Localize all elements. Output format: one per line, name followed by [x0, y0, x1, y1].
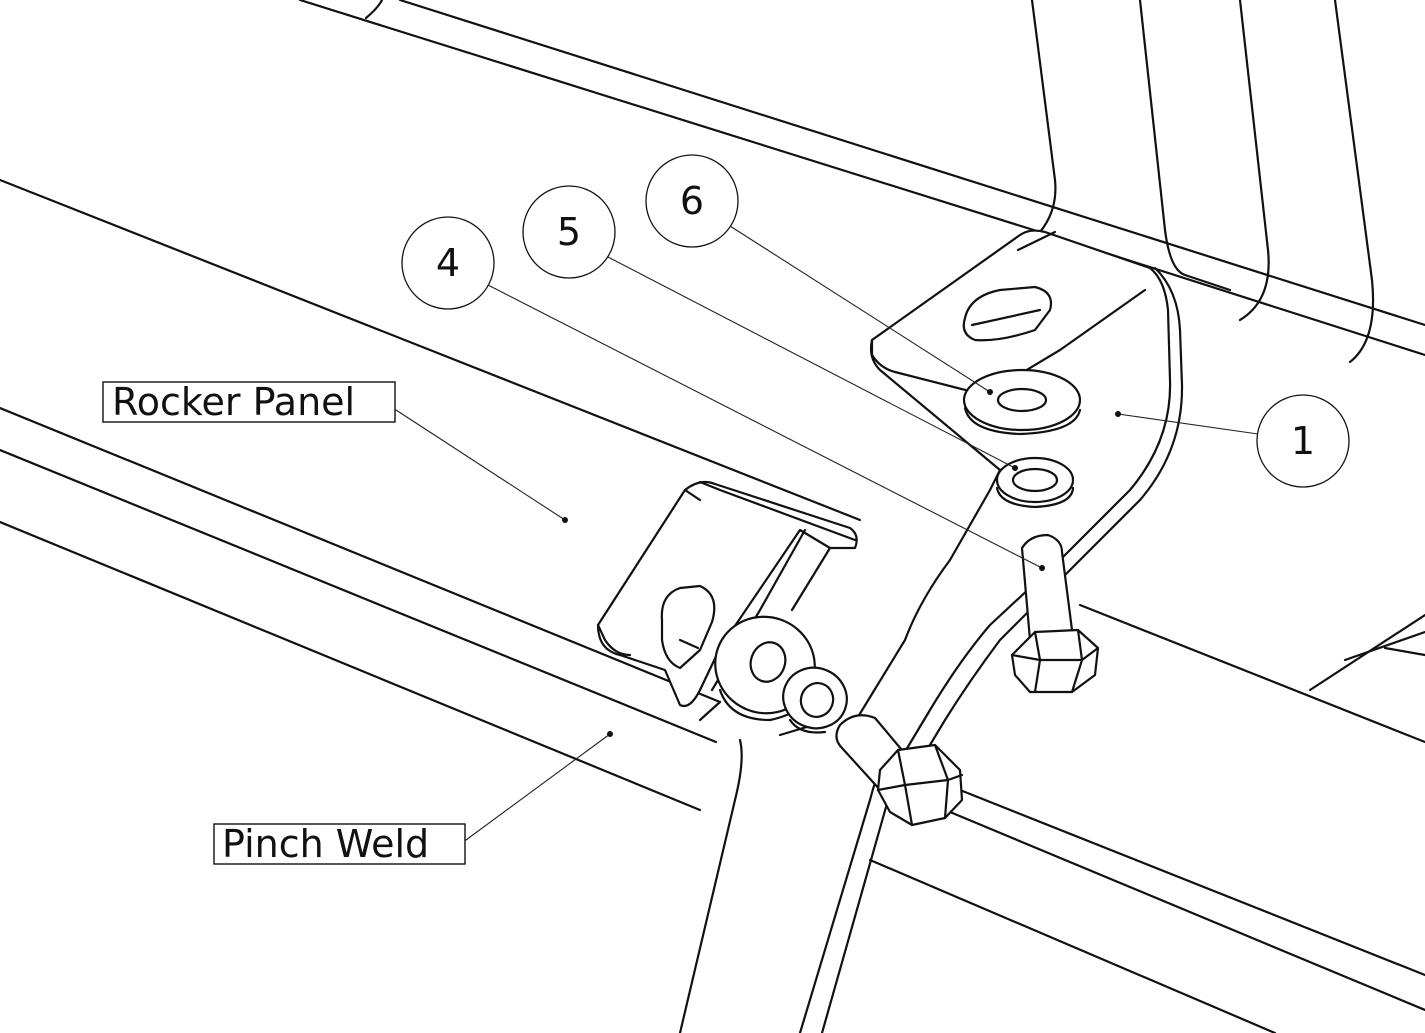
leader-lines: [395, 225, 1259, 841]
balloon-5: 5: [522, 185, 616, 279]
balloon-4-number: 4: [436, 241, 460, 285]
leader-4: [487, 284, 1043, 569]
mounting-bracket: [596, 229, 1184, 762]
balloon-1-number: 1: [1291, 419, 1315, 463]
bolt-upper-shank: [1020, 533, 1074, 642]
pinch-weld-label: Pinch Weld: [213, 822, 466, 866]
leader-rocker-panel: [395, 409, 566, 521]
balloon-6-number: 6: [680, 179, 704, 223]
upper-hardware: [962, 368, 1100, 694]
rocker-panel-text: Rocker Panel: [112, 380, 355, 424]
balloon-5-number: 5: [557, 210, 581, 254]
leader-pinch-weld: [465, 733, 611, 841]
balloon-4: 4: [401, 216, 495, 310]
rocker-panel-label: Rocker Panel: [102, 380, 396, 424]
leader-5: [605, 255, 1016, 469]
balloon-1: 1: [1256, 394, 1350, 488]
bolt-lower-head: [876, 743, 964, 827]
pinch-weld-text: Pinch Weld: [222, 822, 429, 866]
lower-hardware: [714, 615, 964, 827]
balloon-6: 6: [645, 154, 739, 248]
leader-6: [729, 225, 991, 393]
leader-1: [1117, 413, 1259, 435]
